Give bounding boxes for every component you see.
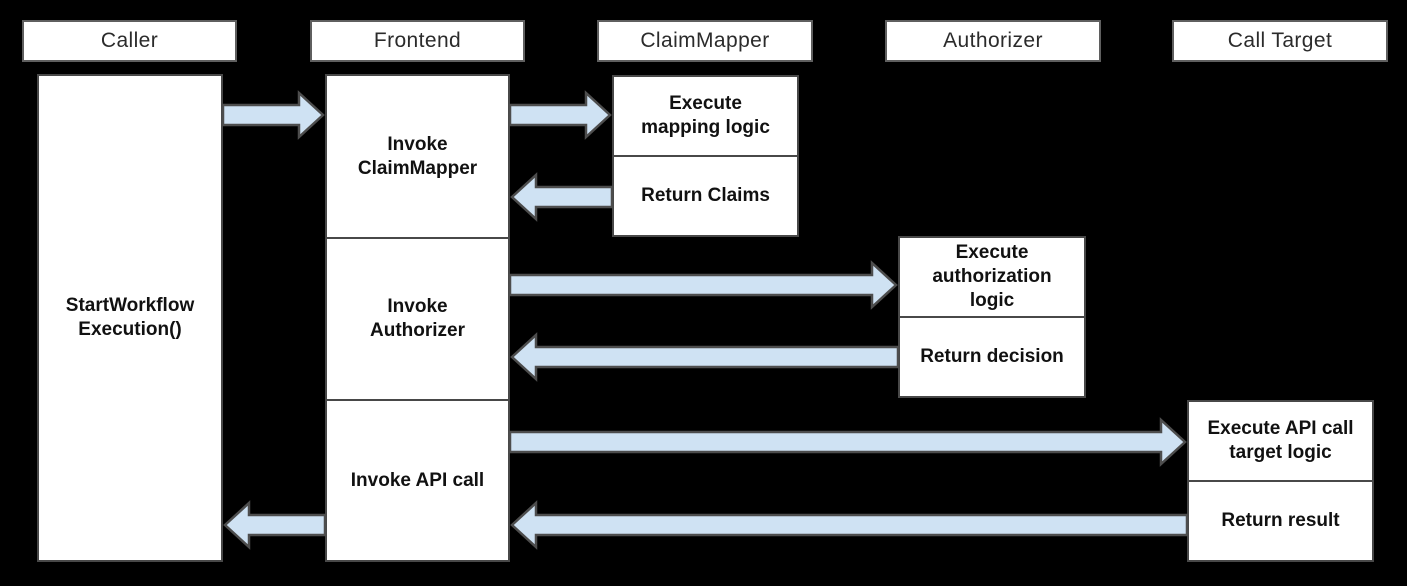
step-label: Execute authorization logic [932, 242, 1052, 311]
arrow-caller-to-frontend [221, 90, 325, 140]
arrow-call-target-return-to-frontend [510, 500, 1189, 550]
activation-call-target: Execute API call target logic Return res… [1187, 400, 1374, 562]
step-return-result: Return result [1189, 480, 1372, 560]
step-invoke-api-call: Invoke API call [327, 399, 508, 560]
step-label: Invoke Authorizer [370, 296, 465, 341]
arrow-claimmapper-return-to-frontend [510, 172, 614, 222]
step-execute-api-call-target-logic: Execute API call target logic [1189, 402, 1372, 480]
step-label: Execute mapping logic [641, 93, 770, 138]
activation-frontend: Invoke ClaimMapper Invoke Authorizer Inv… [325, 74, 510, 562]
step-label: Invoke API call [350, 469, 485, 491]
step-execute-authorization-logic: Execute authorization logic [900, 238, 1084, 316]
step-label: StartWorkflow Execution() [65, 295, 195, 340]
arrow-frontend-to-authorizer [508, 260, 898, 310]
step-return-claims: Return Claims [614, 155, 797, 235]
step-invoke-authorizer: Invoke Authorizer [327, 237, 508, 399]
step-execute-mapping-logic: Execute mapping logic [614, 77, 797, 155]
arrow-frontend-to-call-target [508, 417, 1187, 467]
activation-authorizer: Execute authorization logic Return decis… [898, 236, 1086, 398]
step-label: Return decision [920, 346, 1064, 368]
step-label: Return result [1221, 510, 1340, 532]
step-startworkflowexecution: StartWorkflow Execution() [39, 76, 221, 560]
step-label: Execute API call target logic [1207, 418, 1354, 463]
arrow-frontend-return-to-caller [223, 500, 327, 550]
step-return-decision: Return decision [900, 316, 1084, 396]
lifeline-header-authorizer: Authorizer [885, 20, 1101, 62]
step-label: Invoke ClaimMapper [357, 133, 478, 179]
arrow-frontend-to-claimmapper [508, 90, 612, 140]
arrow-authorizer-return-to-frontend [510, 332, 900, 382]
step-label: Return Claims [641, 185, 770, 207]
lifeline-header-caller: Caller [22, 20, 237, 62]
step-invoke-claimmapper: Invoke ClaimMapper [327, 76, 508, 237]
lifeline-header-claimmapper: ClaimMapper [597, 20, 813, 62]
activation-claimmapper: Execute mapping logic Return Claims [612, 75, 799, 237]
lifeline-header-frontend: Frontend [310, 20, 525, 62]
activation-caller: StartWorkflow Execution() [37, 74, 223, 562]
lifeline-header-call-target: Call Target [1172, 20, 1388, 62]
